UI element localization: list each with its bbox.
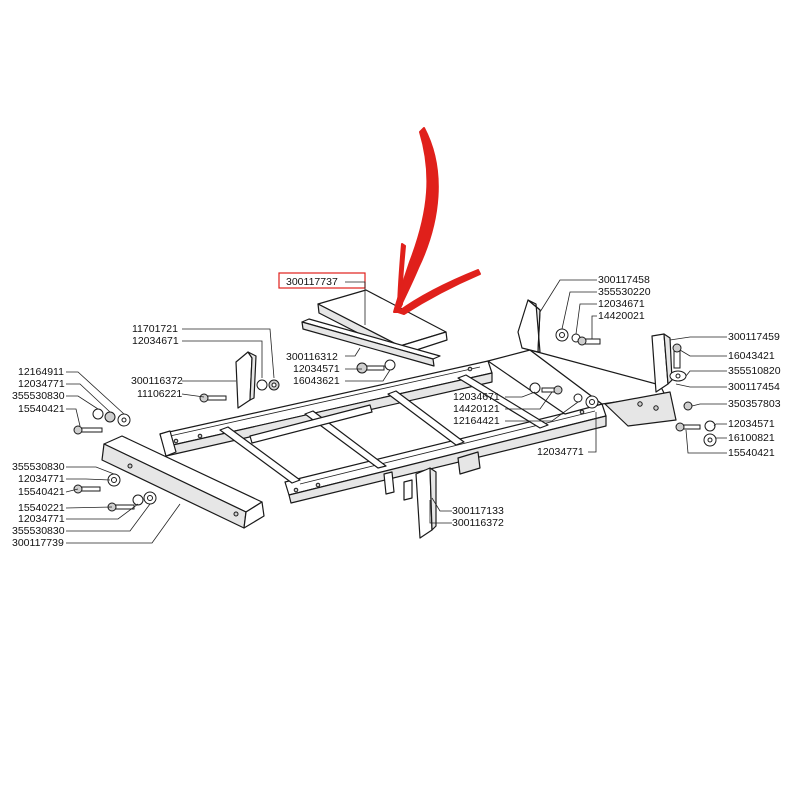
part-label: 12034671 [598,298,645,310]
part-label: 12034771 [18,473,65,485]
part-labels: 300117737 300116312 12034571 16043621 11… [12,274,781,549]
part-label: 12034771 [18,513,65,525]
part-label: 300117454 [728,381,780,393]
part-label: 16100821 [728,432,775,444]
chassis-frame-drawing [73,289,717,539]
part-label: 355530830 [12,390,65,402]
highlight-arrow [393,127,481,315]
part-label: 12034571 [728,418,775,430]
part-label: 12164911 [18,366,64,378]
part-label: 15540421 [18,403,65,415]
part-label: 15540421 [18,486,65,498]
part-label: 300117458 [598,274,650,286]
part-label: 355530220 [598,286,651,298]
part-label: 12034771 [18,378,65,390]
part-label: 300116372 [452,517,504,529]
part-label: 300117133 [452,505,504,517]
part-label: 15540421 [728,447,775,459]
part-label: 300116312 [286,351,338,363]
part-label: 11106221 [137,388,182,400]
part-label: 300117459 [728,331,780,343]
part-label: 15540221 [18,502,65,514]
part-label: 355530830 [12,461,65,473]
part-label: 12034671 [132,335,179,347]
part-label: 350357803 [728,398,781,410]
part-label: 355530830 [12,525,65,537]
part-label: 355510820 [728,365,781,377]
part-label: 12034571 [293,363,340,375]
part-label: 11701721 [132,323,178,335]
highlighted-part-box [278,272,366,289]
part-label: 14420021 [598,310,645,322]
part-label: 300117739 [12,537,64,549]
part-label: 12034771 [537,446,584,458]
part-label: 300117737 [286,276,338,288]
part-label: 300116372 [131,375,183,387]
part-label: 14420121 [453,403,500,415]
part-label: 16043421 [728,350,775,362]
part-label: 12034671 [453,391,500,403]
part-label: 16043621 [293,375,340,387]
leader-lines [65,279,727,544]
part-label: 12164421 [453,415,500,427]
